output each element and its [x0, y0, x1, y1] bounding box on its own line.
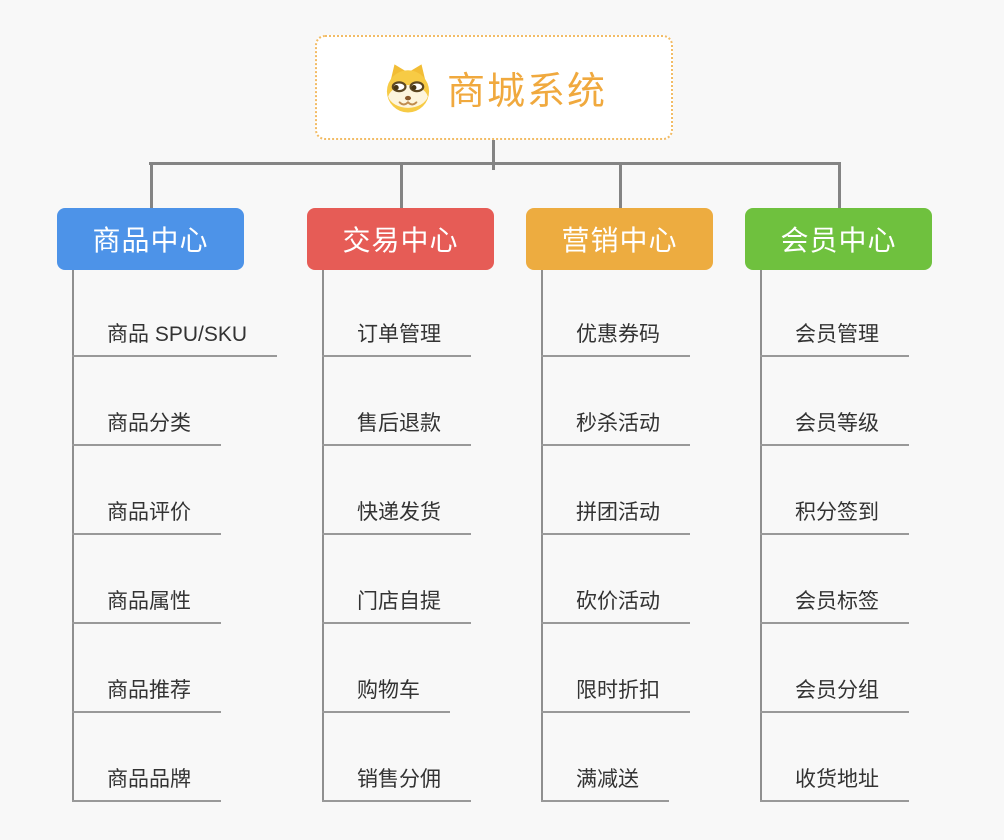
leaf-item-label: 满减送: [576, 768, 639, 791]
leaf-item-label: 快递发货: [357, 501, 441, 524]
leaf-item-label: 门店自提: [357, 590, 441, 613]
branch-header-marketing-center[interactable]: 营销中心: [526, 208, 713, 270]
leaf-item-label: 积分签到: [795, 501, 879, 524]
leaf-item-marketing-center-3[interactable]: 砍价活动: [541, 587, 690, 624]
leaf-item-product-center-3[interactable]: 商品属性: [72, 587, 221, 624]
leaf-item-trade-center-3[interactable]: 门店自提: [322, 587, 471, 624]
root-node[interactable]: 商城系统: [315, 35, 673, 140]
connector-bus: [149, 162, 839, 165]
branch-header-trade-center[interactable]: 交易中心: [307, 208, 494, 270]
leaf-item-product-center-5[interactable]: 商品品牌: [72, 765, 221, 802]
leaf-item-label: 优惠券码: [576, 323, 660, 346]
connector-drop-marketing-center: [619, 162, 622, 208]
leaf-item-product-center-4[interactable]: 商品推荐: [72, 676, 221, 713]
leaf-item-marketing-center-4[interactable]: 限时折扣: [541, 676, 690, 713]
connector-trunk-product-center: [72, 270, 74, 802]
leaf-item-trade-center-5[interactable]: 销售分佣: [322, 765, 471, 802]
connector-drop-trade-center: [400, 162, 403, 208]
leaf-item-label: 售后退款: [357, 412, 441, 435]
leaf-item-label: 购物车: [357, 679, 420, 702]
branch-header-label: 会员中心: [780, 225, 897, 256]
connector-drop-product-center: [150, 162, 153, 208]
branch-header-label: 交易中心: [342, 225, 459, 256]
leaf-item-marketing-center-2[interactable]: 拼团活动: [541, 498, 690, 535]
leaf-item-trade-center-4[interactable]: 购物车: [322, 676, 450, 713]
connector-trunk-marketing-center: [541, 270, 543, 802]
leaf-item-label: 秒杀活动: [576, 412, 660, 435]
leaf-item-member-center-1[interactable]: 会员等级: [760, 409, 909, 446]
branch-header-label: 商品中心: [92, 225, 209, 256]
leaf-item-marketing-center-1[interactable]: 秒杀活动: [541, 409, 690, 446]
connector-drop-member-center: [838, 162, 841, 208]
leaf-item-label: 收货地址: [795, 768, 879, 791]
leaf-item-label: 销售分佣: [357, 768, 441, 791]
leaf-item-member-center-2[interactable]: 积分签到: [760, 498, 909, 535]
leaf-item-product-center-0[interactable]: 商品 SPU/SKU: [72, 320, 278, 357]
leaf-item-label: 商品 SPU/SKU: [107, 323, 248, 346]
leaf-item-trade-center-1[interactable]: 售后退款: [322, 409, 471, 446]
leaf-item-marketing-center-5[interactable]: 满减送: [541, 765, 669, 802]
leaf-item-label: 商品属性: [107, 590, 191, 613]
leaf-item-label: 拼团活动: [576, 501, 660, 524]
branch-header-product-center[interactable]: 商品中心: [57, 208, 244, 270]
leaf-item-label: 限时折扣: [576, 679, 660, 702]
leaf-item-label: 砍价活动: [576, 590, 660, 613]
leaf-item-marketing-center-0[interactable]: 优惠券码: [541, 320, 690, 357]
leaf-item-trade-center-2[interactable]: 快递发货: [322, 498, 471, 535]
connector-trunk-trade-center: [322, 270, 324, 802]
leaf-item-label: 会员标签: [795, 590, 879, 613]
shiba-dog-icon: [386, 63, 430, 112]
branch-header-member-center[interactable]: 会员中心: [745, 208, 932, 270]
leaf-item-label: 商品评价: [107, 501, 191, 524]
leaf-item-label: 商品品牌: [107, 768, 191, 791]
leaf-item-trade-center-0[interactable]: 订单管理: [322, 320, 471, 357]
leaf-item-product-center-2[interactable]: 商品评价: [72, 498, 221, 535]
branch-header-label: 营销中心: [561, 225, 678, 256]
root-title: 商城系统: [446, 71, 607, 113]
connector-root-drop: [492, 140, 495, 170]
leaf-item-member-center-4[interactable]: 会员分组: [760, 676, 909, 713]
leaf-item-member-center-5[interactable]: 收货地址: [760, 765, 909, 802]
leaf-item-member-center-0[interactable]: 会员管理: [760, 320, 909, 357]
leaf-item-member-center-3[interactable]: 会员标签: [760, 587, 909, 624]
leaf-item-label: 商品分类: [107, 412, 191, 435]
leaf-item-label: 会员管理: [795, 323, 879, 346]
leaf-item-label: 会员等级: [795, 412, 879, 435]
leaf-item-product-center-1[interactable]: 商品分类: [72, 409, 221, 446]
connector-trunk-member-center: [760, 270, 762, 802]
leaf-item-label: 商品推荐: [107, 679, 191, 702]
leaf-item-label: 订单管理: [357, 323, 441, 346]
leaf-item-label: 会员分组: [795, 679, 879, 702]
